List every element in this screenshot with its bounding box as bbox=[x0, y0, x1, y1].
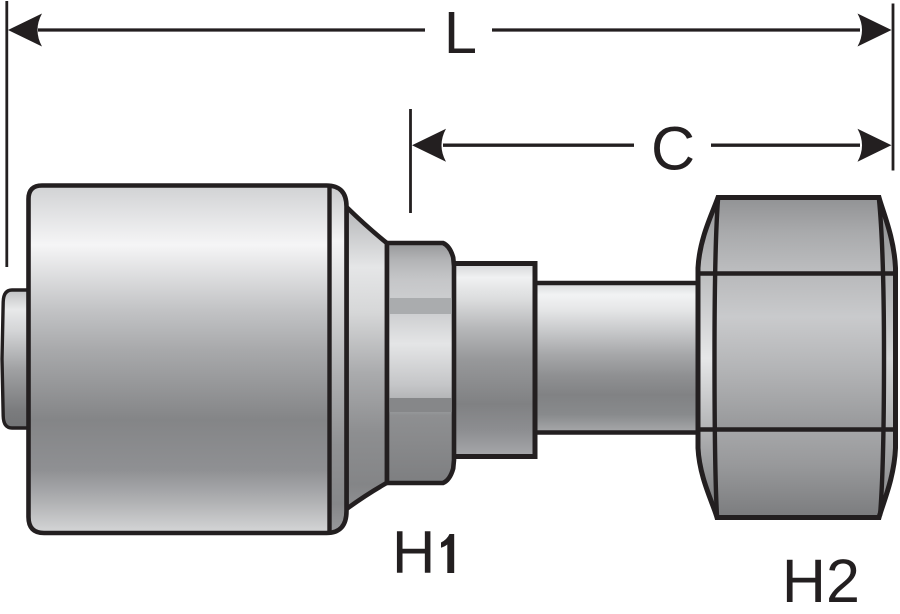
svg-text:C: C bbox=[651, 115, 695, 183]
svg-text:H2: H2 bbox=[782, 547, 860, 614]
svg-text:H: H bbox=[392, 519, 435, 586]
svg-text:L: L bbox=[444, 0, 477, 66]
